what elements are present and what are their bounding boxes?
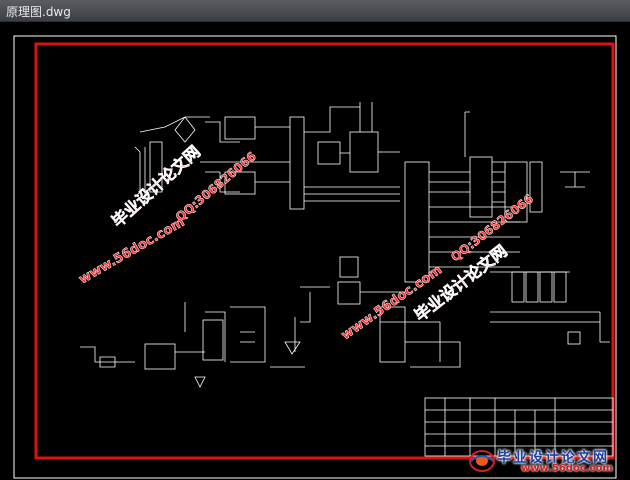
title-bar: 原理图.dwg: [0, 0, 630, 22]
circuit-lines: [80, 102, 610, 388]
drawing-canvas[interactable]: 毕业设计论文网 www.56doc.com QQ:306826066 毕业设计论…: [0, 22, 630, 480]
watermark-url: www.56doc.com: [77, 215, 188, 288]
site-logo: 毕业设计论文网 www.56doc.com: [465, 446, 625, 476]
logo-url: www.56doc.com: [521, 463, 613, 474]
sheet-outer-border: [13, 35, 617, 479]
title-block: [424, 397, 614, 457]
drawing-frame: [34, 42, 615, 460]
document-tab-title[interactable]: 原理图.dwg: [6, 5, 71, 19]
schematic-drawing: 毕业设计论文网 www.56doc.com QQ:306826066 毕业设计论…: [13, 35, 617, 479]
logo-mark-icon: [469, 450, 495, 472]
logo-text: 毕业设计论文网: [497, 450, 609, 466]
